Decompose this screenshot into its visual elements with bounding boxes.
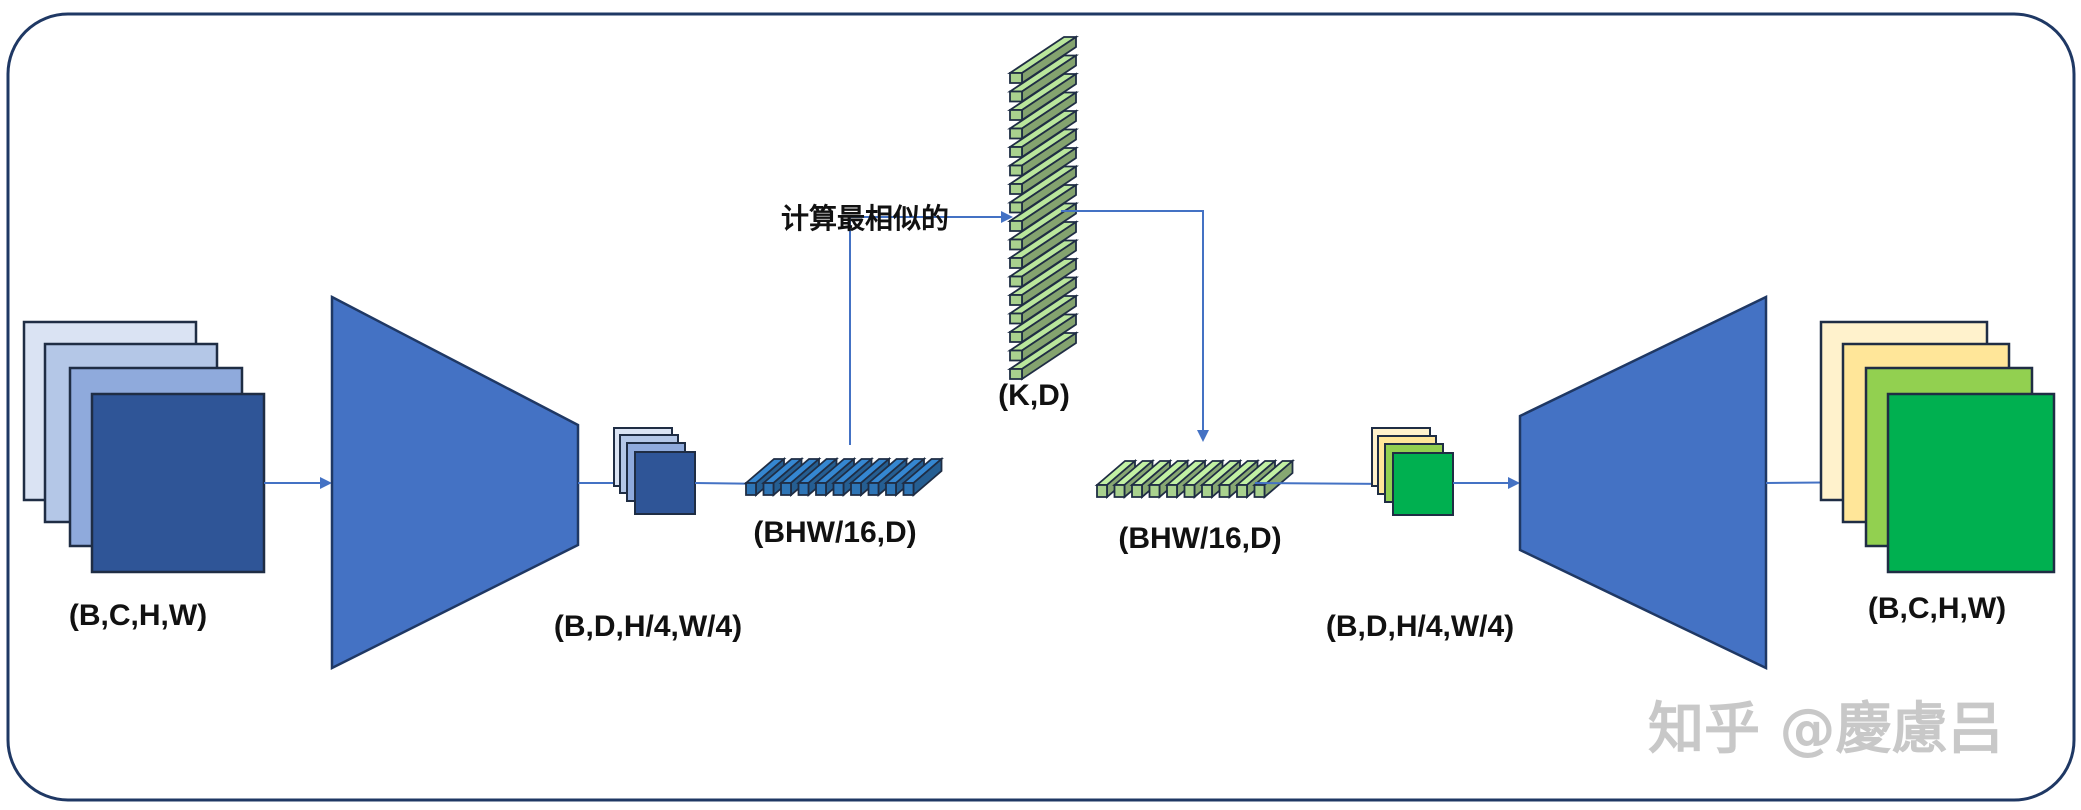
codebook-entry-front	[1009, 368, 1023, 380]
flatten-slat-front	[885, 482, 897, 496]
input-layer-4	[90, 392, 266, 574]
quantized-slat-front	[1113, 484, 1126, 498]
flatten-shape-label: (BHW/16,D)	[753, 516, 916, 549]
flatten-slat-front	[762, 482, 775, 496]
codebook-entry-front	[1009, 146, 1023, 158]
quantized-slat-front	[1253, 484, 1266, 498]
quantized-slat-front	[1218, 484, 1231, 498]
decoder-input-shape-label: (B,D,H/4,W/4)	[1326, 610, 1514, 643]
codebook-entry-front	[1009, 349, 1023, 362]
arrow-quantized-to-feature	[1254, 477, 1395, 490]
input-shape-label: (B,C,H,W)	[69, 599, 207, 632]
codebook-entry-front	[1009, 220, 1023, 232]
flatten-slat-front	[745, 482, 757, 496]
quantized-shape-label: (BHW/16,D)	[1118, 522, 1281, 555]
quantized-slat-front	[1148, 484, 1161, 498]
codebook-entry-front	[1009, 257, 1023, 269]
codebook-entry-front	[1009, 183, 1023, 195]
quantized-slat-front	[1131, 484, 1143, 498]
flatten-slat-front	[815, 482, 827, 496]
diagram-frame	[6, 12, 2076, 802]
decoder-network	[1518, 295, 1768, 670]
encoded-layer-4	[634, 451, 696, 515]
codebook-entry-front	[1009, 331, 1023, 343]
flatten-slat-front	[902, 482, 915, 496]
quantized-layer-4	[1392, 452, 1454, 516]
codebook-entry-front	[1009, 201, 1023, 214]
flattened-vectors-bar	[743, 457, 944, 497]
output-shape-label: (B,C,H,W)	[1868, 592, 2006, 625]
codebook-stack	[1007, 35, 1079, 381]
output-layer-4	[1886, 392, 2056, 574]
codebook-entry-front	[1009, 238, 1023, 251]
codebook-entry-front	[1009, 312, 1023, 325]
quantized-slat-front	[1201, 484, 1213, 498]
similarity-note: 计算最相似的	[781, 202, 949, 235]
codebook-entry-front	[1009, 294, 1023, 306]
codebook-entry-front	[1009, 72, 1023, 84]
encoder-network	[330, 294, 580, 671]
flatten-slat-front	[850, 482, 862, 496]
quantized-slat-front	[1183, 484, 1196, 498]
quantized-vectors-bar	[1094, 459, 1295, 499]
quantized-slat-front	[1236, 484, 1248, 498]
flatten-slat-front	[797, 482, 810, 496]
watermark-text: 知乎 @慶慮吕	[1648, 697, 2004, 762]
encoder-output-shape-label: (B,D,H/4,W/4)	[554, 610, 742, 643]
quantized-slat-front	[1166, 484, 1178, 498]
quantized-feature-stack	[1371, 427, 1454, 516]
flatten-slat-front	[832, 482, 845, 496]
arrow-flatten-to-codebook	[849, 211, 1013, 445]
flatten-slat-front	[780, 482, 792, 496]
codebook-entry-front	[1009, 90, 1023, 103]
quantized-slat-front	[1096, 484, 1108, 498]
input-image-stack	[22, 320, 266, 574]
codebook-shape-label: (K,D)	[998, 379, 1070, 412]
codebook-entry-front	[1009, 109, 1023, 121]
output-image-stack	[1819, 320, 2056, 574]
codebook-entry-front	[1009, 164, 1023, 177]
arrow-codebook-to-quantized	[1061, 210, 1209, 442]
codebook-entry-front	[1009, 127, 1023, 140]
codebook-entry-front	[1009, 275, 1023, 288]
encoded-feature-stack	[613, 427, 696, 515]
flatten-slat-front	[867, 482, 880, 496]
